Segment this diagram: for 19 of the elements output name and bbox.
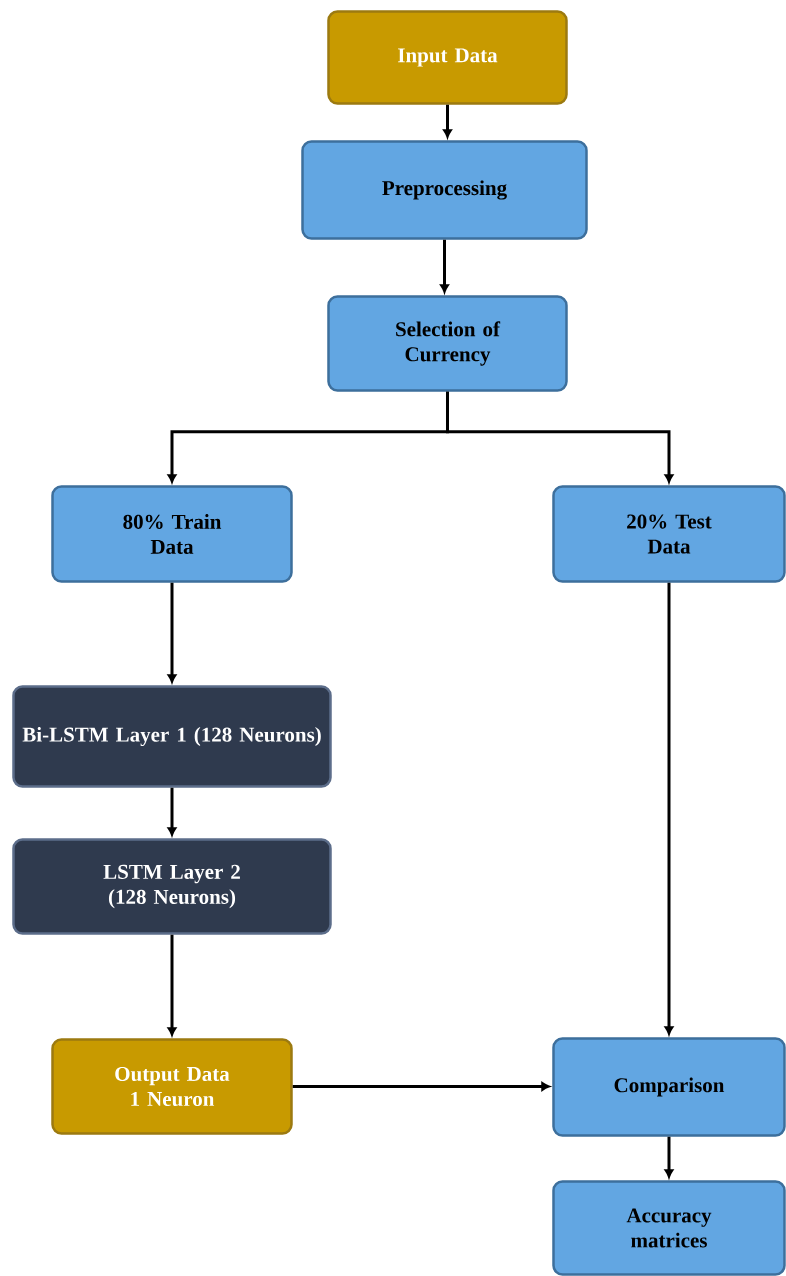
process-box: 20% Test Data [552, 485, 786, 583]
arrow [167, 934, 177, 1036]
arrow [167, 787, 177, 836]
arrow [167, 582, 177, 683]
process-box: 80% Train Data [51, 485, 293, 583]
process-box: Comparison [552, 1037, 786, 1137]
process-box: Input Data [327, 10, 568, 105]
process-box: Preprocessing [301, 140, 588, 240]
process-box: Output Data 1 Neuron [51, 1038, 293, 1135]
arrow [664, 582, 674, 1035]
process-box: Selection of Currency [327, 295, 568, 392]
arrow [664, 1136, 674, 1178]
process-box: LSTM Layer 2 (128 Neurons) [12, 838, 332, 935]
arrow [440, 239, 449, 293]
arrow [292, 1082, 550, 1091]
process-box: Bi-LSTM Layer 1 (128 Neurons) [12, 685, 332, 788]
process-box: Accuracy matrices [552, 1180, 786, 1276]
arrow [443, 104, 452, 138]
arrow [446, 391, 674, 483]
